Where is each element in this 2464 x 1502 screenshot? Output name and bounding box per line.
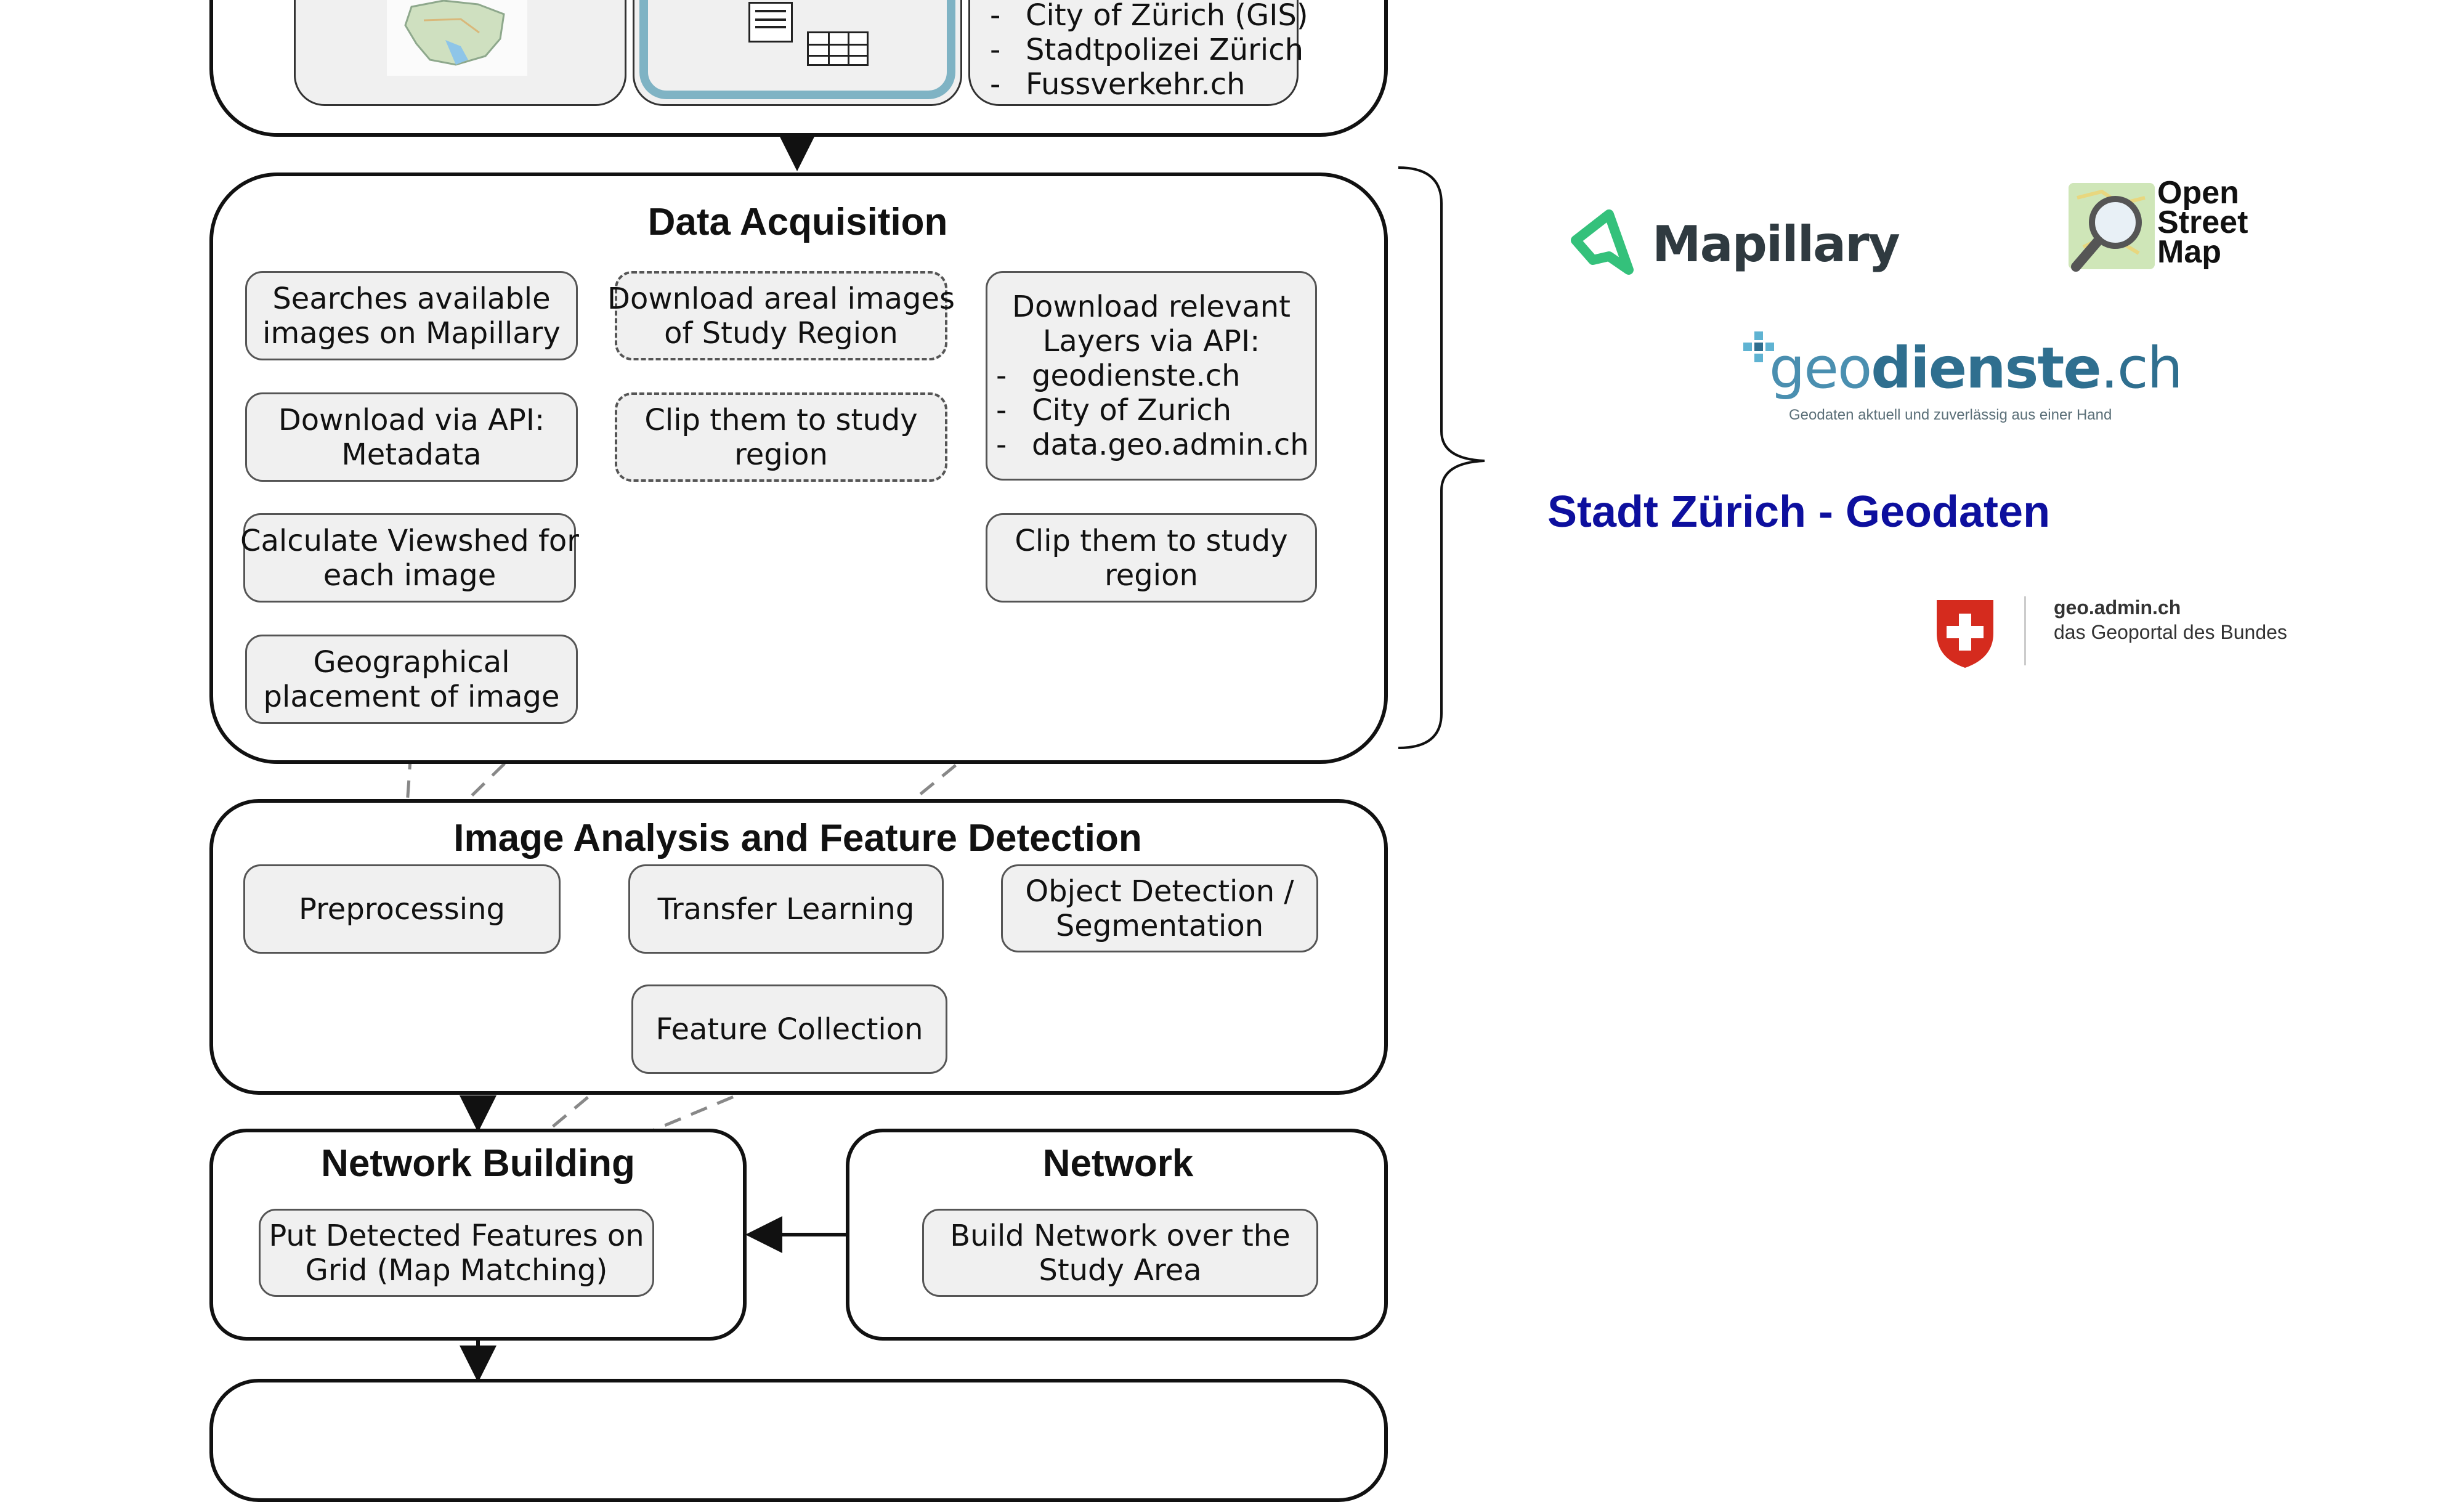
- osm-wordmark-line: Open: [2157, 175, 2239, 211]
- top-data-card-highlighted: [633, 0, 962, 106]
- source-list-item: Stadtpolizei Zürich: [990, 33, 1308, 67]
- geodienste-suffix: .ch: [2100, 335, 2183, 401]
- geo-admin-divider: [2024, 596, 2026, 665]
- geodienste-tagline: Geodaten aktuell und zuverlässig aus ein…: [1789, 407, 2112, 423]
- geodienste-main: dienste: [1871, 335, 2101, 401]
- node-calculate-viewshed: Calculate Viewshed for each image: [240, 513, 579, 603]
- image-analysis-title: Image Analysis and Feature Detection: [453, 817, 1142, 859]
- node-object-detection: Object Detection / Segmentation: [1001, 864, 1318, 952]
- zurich-map-thumbnail: [387, 0, 527, 76]
- node-download-layers: Download relevant Layers via API: geodie…: [986, 271, 1317, 481]
- top-sources-card: City of Zürich (GIS) Stadtpolizei Zürich…: [968, 0, 1308, 106]
- mapillary-wordmark: Mapillary: [1652, 216, 1900, 273]
- node-build-network: Build Network over the Study Area: [922, 1209, 1318, 1297]
- table-icon: [807, 31, 869, 66]
- geo-admin-logo: geo.admin.ch das Geoportal des Bundes: [1933, 596, 2315, 670]
- node-geographical-placement: Geographical placement of image: [245, 635, 578, 724]
- node-download-areal-images: Download areal images of Study Region: [607, 271, 955, 360]
- node-map-matching: Put Detected Features on Grid (Map Match…: [259, 1209, 654, 1297]
- osm-map-icon: [2069, 183, 2155, 272]
- node-search-mapillary: Searches available images on Mapillary: [245, 271, 578, 360]
- layer-source-item: geodienste.ch: [996, 359, 1315, 393]
- geodienste-logo: geodienste.ch Geodaten aktuell und zuver…: [1743, 331, 2183, 430]
- network-title: Network: [1042, 1142, 1194, 1185]
- data-acquisition-title: Data Acquisition: [647, 201, 948, 243]
- stadt-zuerich-geodaten-logo: Stadt Zürich - Geodaten: [1547, 487, 2051, 537]
- network-building-title: Network Building: [321, 1142, 635, 1185]
- layer-source-item: City of Zurich: [996, 393, 1315, 428]
- geo-admin-line2: das Geoportal des Bundes: [2054, 621, 2287, 643]
- osm-wordmark-line: Street: [2157, 205, 2248, 240]
- mapillary-logo: Mapillary: [1570, 203, 1900, 277]
- node-preprocessing: Preprocessing: [243, 864, 561, 954]
- source-list-item: Fussverkehr.ch: [990, 67, 1308, 102]
- document-icon: [748, 2, 793, 43]
- next-section-box: [209, 1379, 1388, 1502]
- top-map-card: [294, 0, 626, 106]
- openstreetmap-logo: Open Street Map: [2065, 176, 2274, 280]
- swiss-shield-icon: [1937, 600, 1993, 668]
- node-transfer-learning: Transfer Learning: [628, 864, 944, 954]
- node-clip-layers: Clip them to study region: [986, 513, 1317, 603]
- geodienste-prefix: geo: [1769, 335, 1872, 401]
- node-download-metadata: Download via API: Metadata: [245, 392, 578, 482]
- dashed-connector-geo-to-preproc: [402, 723, 415, 860]
- curly-brace: [1398, 166, 1485, 749]
- node-feature-collection: Feature Collection: [631, 984, 947, 1074]
- geo-admin-line1: geo.admin.ch: [2054, 596, 2181, 619]
- node-clip-areal: Clip them to study region: [615, 392, 947, 482]
- osm-wordmark-line: Map: [2157, 234, 2221, 270]
- layer-source-item: data.geo.admin.ch: [996, 428, 1315, 462]
- source-list-item: City of Zürich (GIS): [990, 0, 1308, 33]
- geodienste-dots-icon: [1743, 331, 1778, 366]
- mapillary-icon: [1571, 209, 1634, 275]
